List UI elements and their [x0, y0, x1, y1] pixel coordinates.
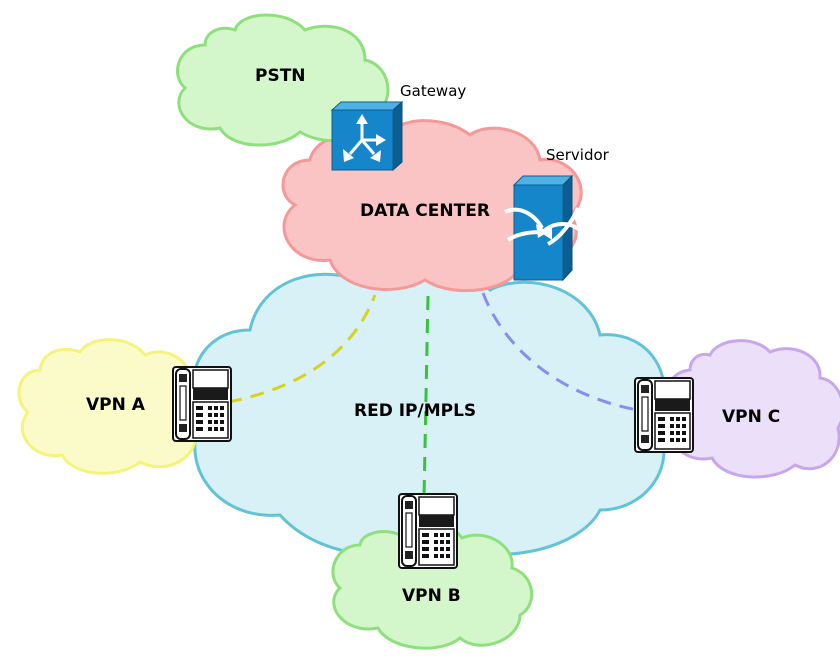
vpn-b-label: VPN B: [402, 586, 461, 606]
link-vpn-a: [227, 294, 377, 404]
data-center-label: DATA CENTER: [360, 201, 490, 221]
switch-arrows-icon: [504, 207, 582, 246]
gateway-label: Gateway: [400, 82, 466, 100]
red-ip-mpls-label: RED IP/MPLS: [354, 401, 476, 421]
switch-arrowheads: [536, 224, 552, 240]
link-vpn-c: [481, 292, 638, 412]
pstn-label: PSTN: [255, 66, 306, 86]
router-arrows-icon: [343, 114, 386, 162]
vpn-c-label: VPN C: [722, 407, 780, 427]
phone-vpn-c-icon[interactable]: [634, 377, 694, 453]
servidor-label: Servidor: [546, 146, 610, 164]
phone-vpn-a-icon[interactable]: [172, 366, 232, 442]
link-vpn-b: [422, 295, 430, 499]
vpn-a-label: VPN A: [86, 395, 146, 415]
server-device[interactable]: [504, 174, 582, 282]
phone-vpn-b-icon[interactable]: [398, 493, 458, 569]
gateway-device[interactable]: [330, 100, 404, 172]
